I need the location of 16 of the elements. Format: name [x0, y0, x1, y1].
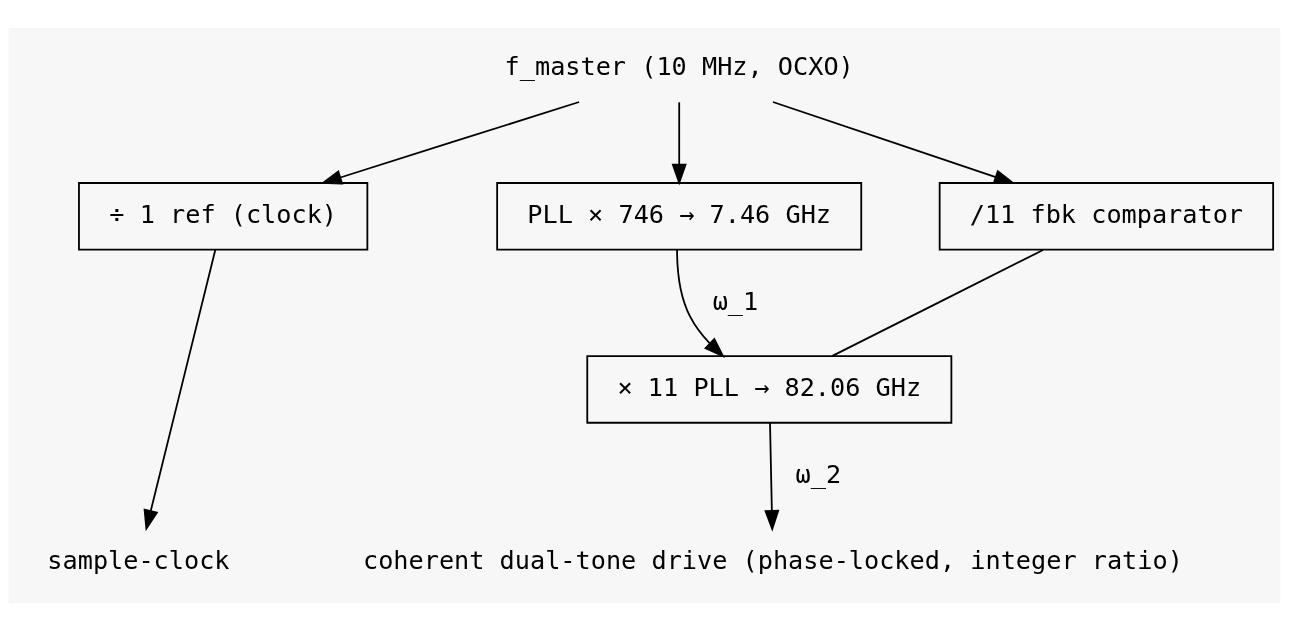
node-box: PLL × 746 → 7.46 GHz [496, 181, 863, 251]
arrow [671, 100, 687, 185]
connector [831, 248, 1044, 357]
arrow [320, 100, 580, 184]
node-box: /11 fbk comparator [938, 181, 1274, 251]
arrow [764, 421, 780, 532]
arrow [676, 248, 725, 358]
node-box: ÷ 1 ref (clock) [78, 181, 369, 251]
arrow [143, 248, 217, 531]
arrow [772, 100, 1016, 184]
edge-label: ω_2 [795, 459, 842, 489]
node-text: coherent dual-tone drive (phase-locked, integer ratio) [362, 545, 1183, 575]
node-text: sample-clock [47, 545, 230, 575]
edge-label: ω_1 [712, 286, 759, 316]
node-text: f_master (10 MHz, OCXO) [504, 51, 854, 81]
node-box: × 11 PLL → 82.06 GHz [586, 354, 953, 424]
